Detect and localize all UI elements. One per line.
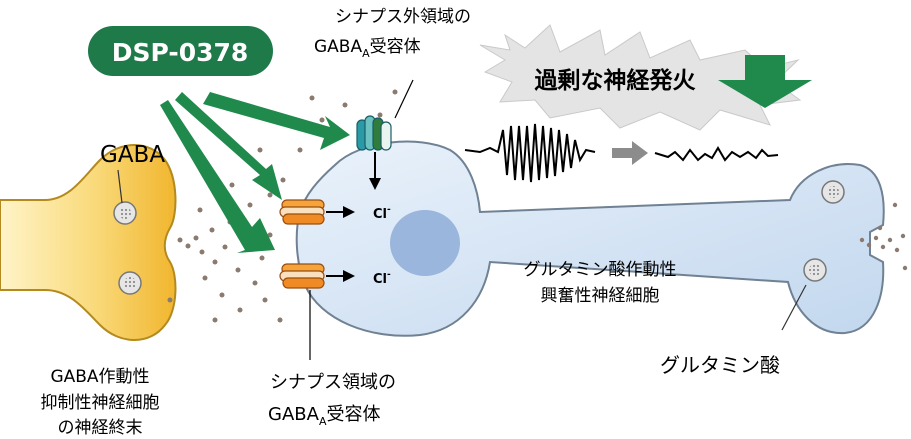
chloride-charge: -	[387, 205, 391, 215]
svg-text:Cl-: Cl-	[373, 270, 391, 287]
drug-badge: DSP-0378	[88, 26, 273, 76]
extrasynaptic-label-line2: GABAA受容体	[314, 37, 421, 60]
synaptic-label-line2: GABAA受容体	[268, 404, 380, 428]
gaba-pointer-line	[117, 169, 123, 204]
chloride-charge: -	[387, 270, 391, 280]
firing-trace-after	[654, 146, 779, 162]
firing-trace-before	[464, 123, 596, 183]
glutamate-label: グルタミン酸	[660, 353, 780, 377]
extrasynaptic-label-line1: シナプス外領域の	[335, 7, 471, 27]
excessive-firing-callout: 過剰な神経発火	[479, 24, 812, 131]
down-arrow-icon	[718, 55, 812, 108]
synaptic-receptor-upper	[279, 199, 355, 225]
glutamate-pointer-line	[781, 284, 807, 331]
chloride-label: Cl	[373, 207, 387, 222]
inhibitory-terminal-label-line3: の神経終末	[58, 418, 143, 438]
extrasynaptic-pointer-line	[394, 79, 414, 119]
drug-action-arrows	[160, 92, 350, 253]
gaba-terminal	[0, 144, 177, 341]
excitatory-neuron-label-line2: 興奮性神経細胞	[541, 286, 660, 306]
inhibitory-terminal-label-line2: 抑制性神経細胞	[41, 393, 160, 413]
inhibitory-terminal-label-line1: GABA作動性	[50, 367, 149, 387]
excitatory-neuron-label-line1: グルタミン酸作動性	[524, 260, 677, 280]
excitatory-neuron	[295, 140, 885, 337]
trend-arrow-icon	[612, 141, 648, 165]
svg-text:Cl-: Cl-	[373, 205, 391, 222]
extrasynaptic-receptor	[356, 115, 392, 190]
chloride-label: Cl	[373, 272, 387, 287]
synaptic-label-line1: シナプス領域の	[270, 372, 396, 393]
excessive-firing-label: 過剰な神経発火	[535, 67, 696, 94]
glutamate-dots	[859, 202, 908, 271]
drug-label: DSP-0378	[112, 38, 249, 67]
nucleus	[390, 210, 460, 276]
gaba-label: GABA	[100, 142, 165, 168]
synaptic-receptor-lower	[279, 263, 355, 360]
